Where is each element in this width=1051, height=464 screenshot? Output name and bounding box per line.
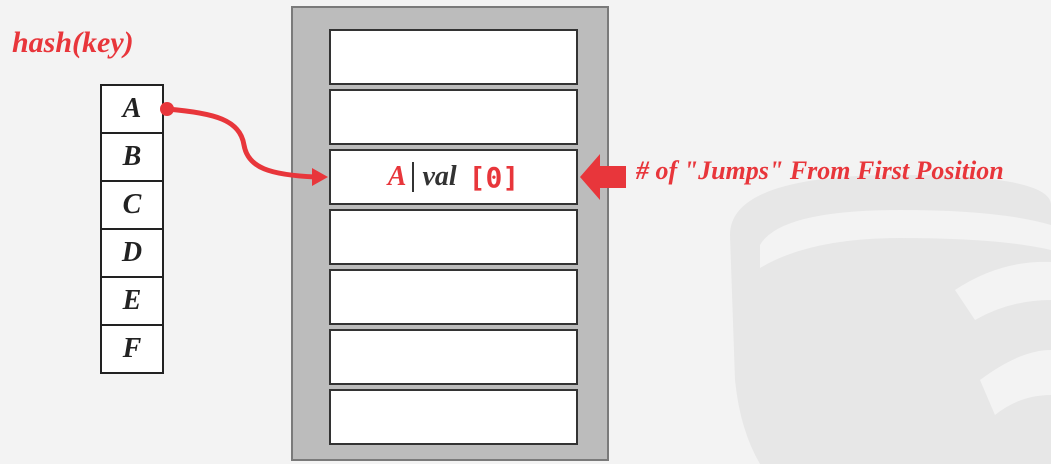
key-list: A B C D E F <box>100 84 164 374</box>
key-item-a: A <box>102 86 162 134</box>
slot-6 <box>329 389 578 445</box>
entry-jump-count: [0] <box>468 160 520 194</box>
key-item-f: F <box>122 333 142 364</box>
slot-0 <box>329 29 578 85</box>
slot-1 <box>329 89 578 145</box>
slot-4 <box>329 269 578 325</box>
jumps-label: # of "Jumps" From First Position <box>636 156 1004 185</box>
hash-table: A val [0] <box>291 6 609 461</box>
entry-separator <box>412 162 415 192</box>
key-item-d: D <box>102 230 162 278</box>
slot-3 <box>329 209 578 265</box>
entry-key: A <box>387 161 407 192</box>
key-item-c: C <box>102 182 162 230</box>
key-item-b: B <box>102 134 162 182</box>
slot-5 <box>329 329 578 385</box>
entry-value: val <box>422 161 457 192</box>
key-item-e: E <box>102 278 162 326</box>
slot-2-occupied: A val [0] <box>329 149 578 205</box>
hash-function-label: hash(key) <box>12 26 134 59</box>
